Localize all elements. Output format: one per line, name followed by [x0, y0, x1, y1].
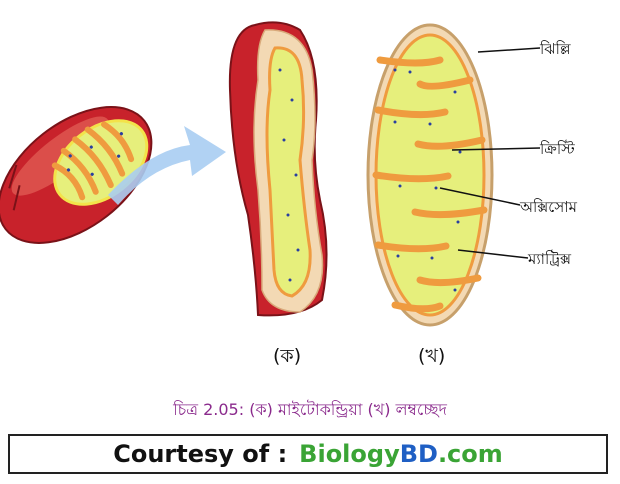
credit-site-part2: BD [400, 440, 438, 468]
figure-caption: চিত্র 2.05: (ক) মাইটোকন্ড্রিয়া (খ) লম্ব… [0, 397, 620, 424]
sublabel-a: (ক) [273, 342, 301, 374]
label-membrane: ঝিল্লি [540, 38, 571, 63]
cross-section [368, 25, 540, 325]
credit-site-part3: .com [438, 440, 503, 468]
label-cristae: ক্রিস্টি [540, 138, 575, 163]
label-oxysome: অক্সিসোম [520, 196, 577, 221]
credit-prefix: Courtesy of : [113, 440, 287, 468]
label-matrix: ম্যাট্রিক্স [528, 248, 571, 273]
longitudinal-half [230, 22, 327, 315]
credit-site-part1: Biology [299, 440, 400, 468]
sublabel-b: (খ) [418, 342, 445, 374]
